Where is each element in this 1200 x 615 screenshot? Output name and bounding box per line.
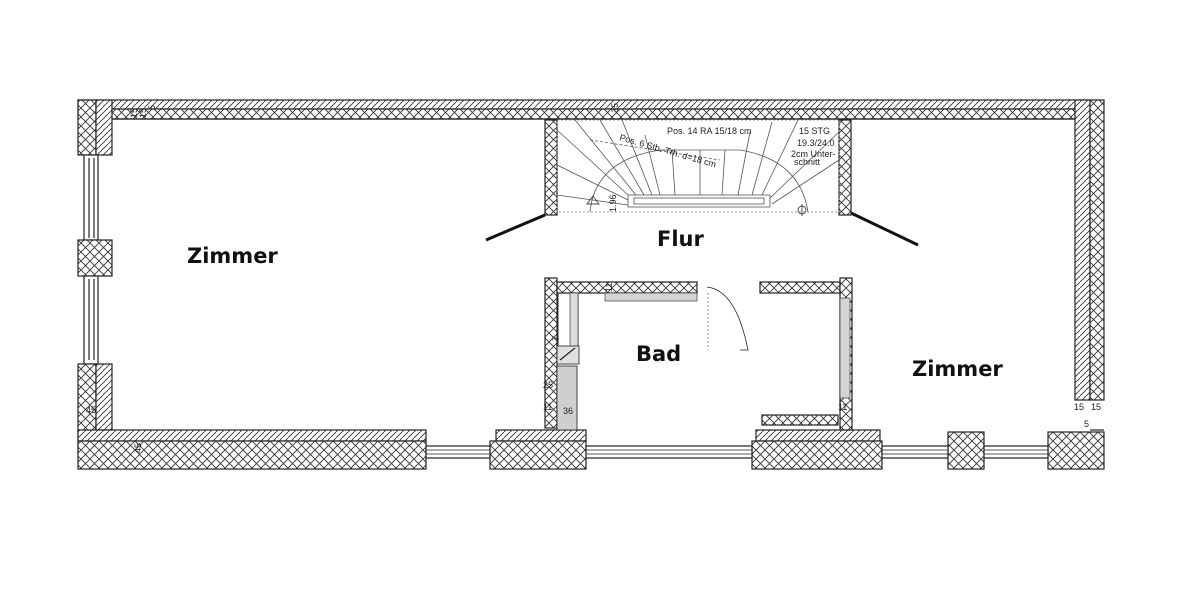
dim-5: 5 [147, 105, 157, 110]
room-label-bad: Bad [636, 342, 681, 366]
dim-25: 25 [543, 380, 553, 390]
dim-5-r: 5 [1084, 419, 1089, 429]
dim-15-r1: 15 [1074, 402, 1084, 412]
dim-45-left: 45 [86, 405, 96, 415]
room-label-zimmer-left: Zimmer [187, 244, 278, 268]
dim-11-right: 11 [838, 402, 847, 412]
bad-room [544, 277, 853, 431]
dim-15-r2: 15 [1091, 402, 1101, 412]
dim-15b: 15 [138, 108, 148, 118]
dim-35: 35 [610, 103, 620, 113]
dim-11-bad-left: 11 [543, 402, 552, 412]
room-label-flur: Flur [657, 227, 704, 251]
staircase: Pos. 14 RA 15/18 cm Pos. 6 Stb.-Trh. d=1… [544, 103, 852, 216]
dim-45-bottom: 45 [133, 443, 143, 453]
stair-ratio-label: 19.3/24.0 [797, 138, 835, 148]
left-wall [77, 99, 113, 455]
flur-lines [485, 211, 919, 247]
dimension-labels: 15 15 5 45 45 11 11 11 36 25 15 15 5 7 [86, 105, 1101, 453]
dim-36: 36 [563, 406, 573, 416]
right-wall [1074, 99, 1105, 431]
bottom-wall [77, 429, 1105, 470]
dim-15-top: 15 [129, 108, 139, 118]
top-wall [77, 99, 1091, 120]
stair-pos14-label: Pos. 14 RA 15/18 cm [667, 126, 752, 136]
dim-7: 7 [551, 336, 561, 341]
stair-steps-label: 15 STG [799, 126, 830, 136]
stair-pos6-label: Pos. 6 Stb.-Trh. d=18 cm [618, 132, 717, 169]
stair-note-1: 2cm Unter- [791, 149, 836, 159]
stair-height-label: 1.96 [608, 194, 618, 212]
dim-11-bad: 11 [604, 283, 614, 292]
room-label-zimmer-right: Zimmer [912, 357, 1003, 381]
stair-note-2: schnitt [794, 157, 821, 167]
